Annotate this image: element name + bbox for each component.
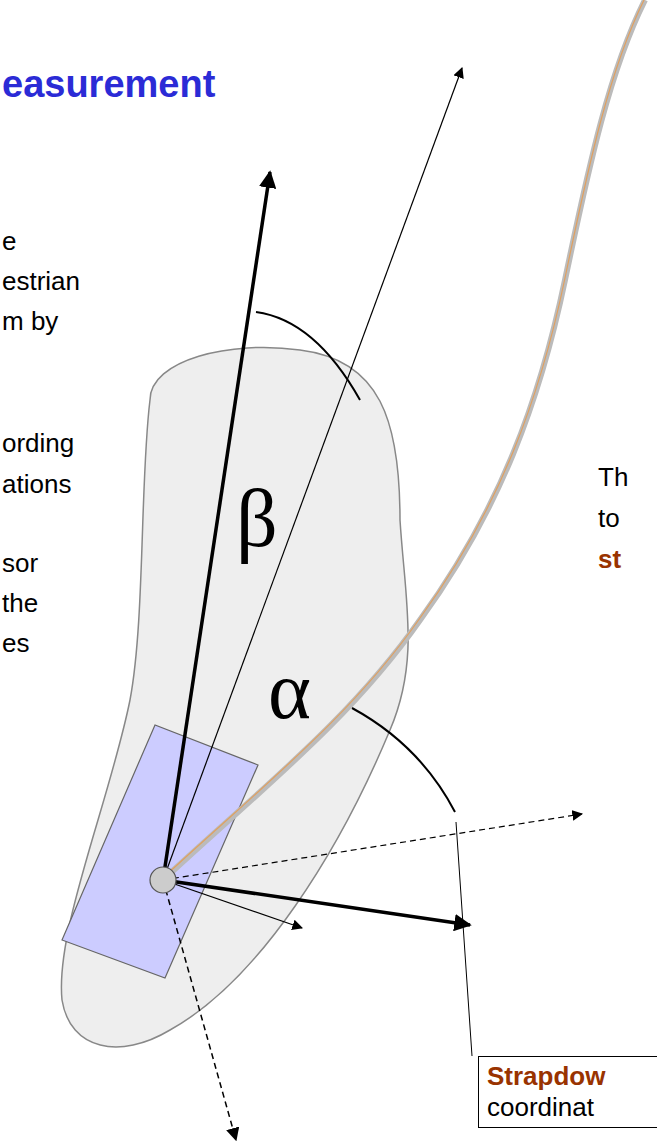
text-fragment: ations bbox=[2, 469, 71, 500]
text-fragment: Th bbox=[598, 462, 628, 493]
callout-box: Strapdowcoordinat bbox=[478, 1056, 657, 1128]
leader-line bbox=[456, 822, 472, 1056]
axis-dashed-right bbox=[163, 814, 582, 880]
angle-symbol: β bbox=[236, 478, 278, 560]
trajectory-shadow bbox=[163, 0, 645, 880]
angle-symbol: α bbox=[268, 650, 311, 732]
sensor-block bbox=[62, 725, 258, 978]
slide-title: easurement bbox=[2, 62, 215, 108]
text-fragment: sor bbox=[2, 548, 38, 579]
sensor-point bbox=[150, 867, 176, 893]
axis-thick-right bbox=[163, 880, 470, 925]
text-fragment: to bbox=[598, 503, 620, 534]
text-fragment: estrian bbox=[2, 266, 80, 297]
text-fragment: st bbox=[598, 544, 621, 575]
axis-thin-up bbox=[163, 68, 462, 880]
text-fragment: ording bbox=[2, 428, 74, 459]
text-fragment: m by bbox=[2, 306, 58, 337]
trajectory bbox=[163, 0, 645, 878]
text-fragment: the bbox=[2, 588, 38, 619]
callout-text: Strapdow bbox=[487, 1061, 652, 1092]
axis-thin-right bbox=[163, 880, 302, 928]
text-fragment: es bbox=[2, 628, 29, 659]
axis-dashed-down bbox=[163, 880, 236, 1140]
text-fragment: e bbox=[2, 226, 16, 257]
callout-text: coordinat bbox=[487, 1092, 652, 1123]
angle-arc-beta bbox=[256, 312, 360, 400]
angle-arc-alpha bbox=[352, 708, 455, 812]
